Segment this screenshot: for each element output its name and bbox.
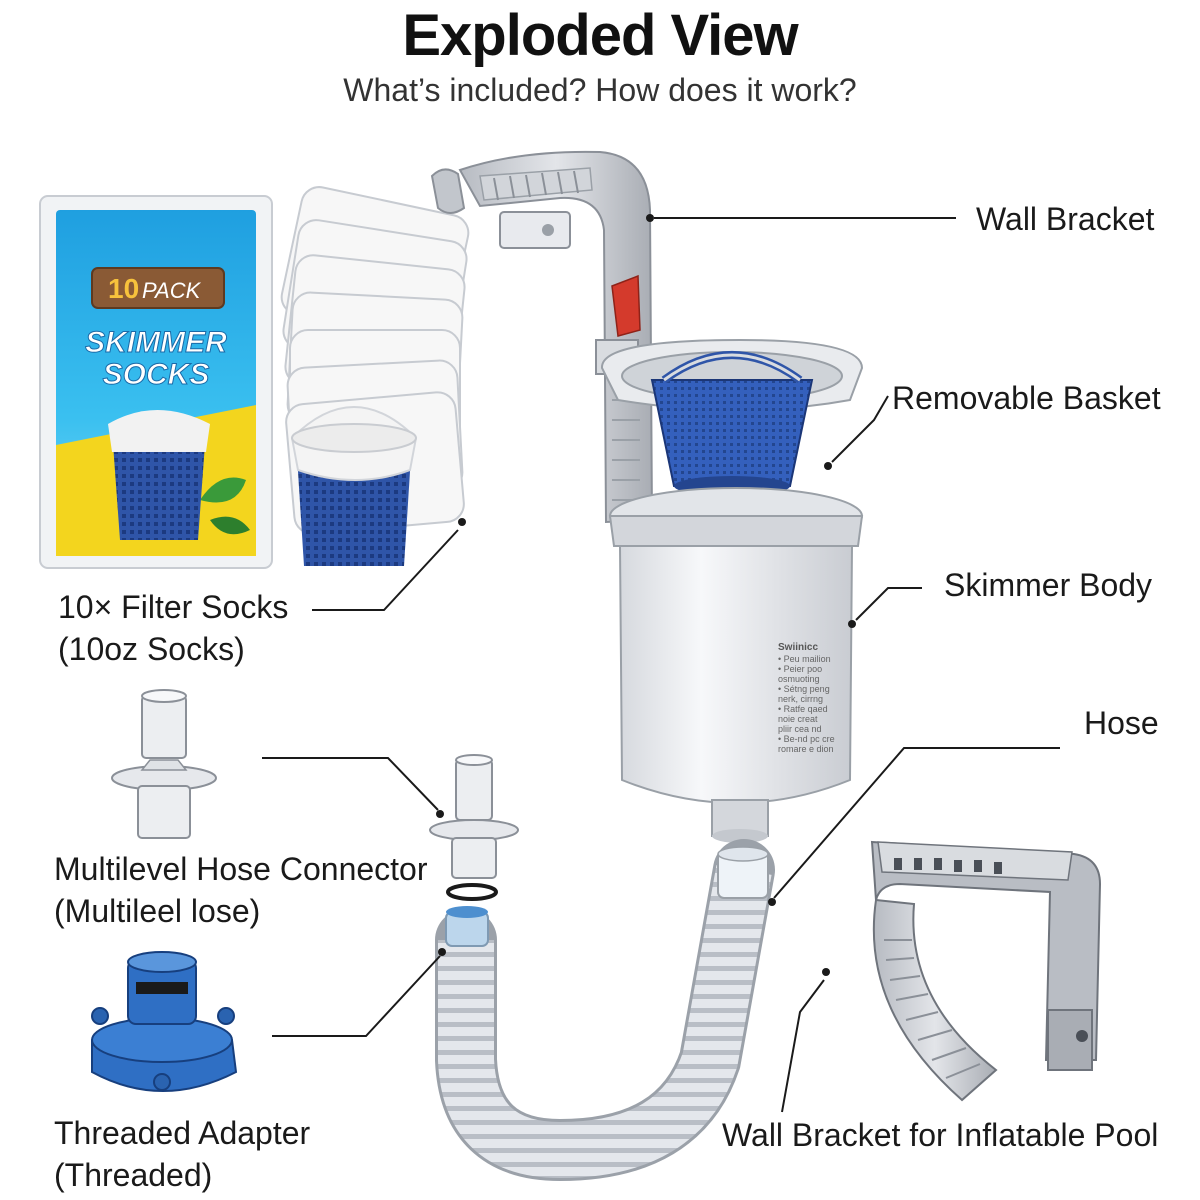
leader-skimmer-body [856,588,922,620]
label-filter-socks-sub: (10oz Socks) [58,628,288,670]
label-removable-basket: Removable Basket [892,377,1161,419]
svg-text:pliir cea nd: pliir cea nd [778,724,822,734]
valve-red-tab [612,276,640,336]
svg-text:nerk, cirrng: nerk, cirrng [778,694,823,704]
pack-badge-number: 10 [108,273,139,304]
leader-inflatable-bracket [782,980,824,1112]
hose-connector-assembled [430,755,518,899]
pack-badge-word: PACK [142,278,202,303]
filter-socks-package: 10 PACK SKIMMER SOCKS [40,196,272,568]
hose-connector-detached [112,690,216,838]
threaded-adapter [92,952,236,1091]
label-threaded-adapter: Threaded Adapter (Threaded) [54,1112,310,1196]
label-hose-connector-sub: (Multileel lose) [54,890,428,932]
leader-threaded-adapter [272,956,440,1036]
o-ring [448,885,496,899]
svg-text:• Be-nd pc cre: • Be-nd pc cre [778,734,835,744]
svg-text:romare e dion: romare e dion [778,744,834,754]
label-threaded-adapter-sub: (Threaded) [54,1154,310,1196]
label-hose: Hose [1084,702,1159,744]
label-inflatable-bracket: Wall Bracket for Inflatable Pool [722,1114,1158,1156]
pack-title-line2: SOCKS [103,358,210,391]
label-skimmer-body: Skimmer Body [944,564,1152,606]
label-filter-socks-title: 10× Filter Socks [58,589,288,625]
filter-sock-on-basket [292,407,416,566]
body-print-heading: Swiinicc [778,642,818,653]
label-hose-connector-title: Multilevel Hose Connector [54,851,428,887]
svg-text:• Ratfe qaed: • Ratfe qaed [778,704,828,714]
wall-bracket [432,152,652,522]
label-hose-connector: Multilevel Hose Connector (Multileel los… [54,848,428,932]
leader-hose-connector [262,758,438,810]
pack-title-line1: SKIMMER [85,326,227,359]
leader-removable-basket [832,396,888,462]
svg-text:• Sétng peng: • Sétng peng [778,684,830,694]
svg-text:osmuoting: osmuoting [778,674,820,684]
svg-text:• Peier poo: • Peier poo [778,664,822,674]
svg-text:• Peu mailion: • Peu mailion [778,654,831,664]
skimmer-body: Swiinicc • Peu mailion • Peier poo osmuo… [610,488,862,843]
svg-text:noie creat: noie creat [778,714,818,724]
label-threaded-adapter-title: Threaded Adapter [54,1115,310,1151]
inflatable-pool-bracket [872,842,1100,1100]
label-wall-bracket: Wall Bracket [976,198,1154,240]
label-filter-socks: 10× Filter Socks (10oz Socks) [58,586,288,670]
